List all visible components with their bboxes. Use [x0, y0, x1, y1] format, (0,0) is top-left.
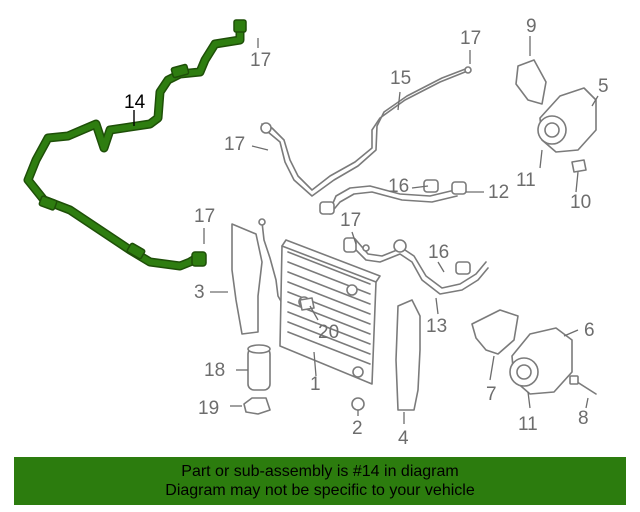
callout-15[interactable]: 15 — [390, 68, 411, 89]
condenser-1[interactable] — [279, 239, 381, 385]
bolt-8[interactable] — [569, 375, 597, 395]
compressor-6[interactable] — [509, 327, 573, 395]
leader-lines — [133, 36, 599, 424]
bracket-7[interactable] — [471, 309, 519, 355]
callout-5[interactable]: 5 — [598, 76, 609, 97]
callout-1[interactable]: 1 — [310, 374, 321, 395]
hose-15[interactable] — [260, 66, 472, 197]
callout-19[interactable]: 19 — [198, 398, 219, 419]
callout-6[interactable]: 6 — [584, 320, 595, 341]
callout-11a[interactable]: 11 — [516, 170, 536, 191]
callout-8[interactable]: 8 — [578, 408, 589, 429]
callout-17a[interactable]: 17 — [250, 50, 271, 71]
callout-17b[interactable]: 17 — [460, 28, 481, 49]
callout-18[interactable]: 18 — [204, 360, 225, 381]
callout-9[interactable]: 9 — [526, 16, 537, 37]
callout-20[interactable]: 20 — [318, 322, 339, 343]
deflector-3[interactable] — [231, 223, 263, 335]
callout-13[interactable]: 13 — [426, 316, 447, 337]
deflector-4[interactable] — [395, 299, 421, 411]
bolt-10[interactable] — [571, 159, 587, 173]
receiver-drier-18[interactable] — [247, 344, 271, 391]
callout-11b[interactable]: 11 — [518, 414, 538, 435]
parts-diagram: 14 17 15 17 9 5 11 10 17 16 12 17 17 16 … — [23, 16, 609, 449]
callout-17c[interactable]: 17 — [224, 134, 245, 155]
bracket-19[interactable] — [243, 397, 271, 415]
info-banner: Part or sub-assembly is #14 in diagram D… — [14, 457, 626, 505]
banner-line-2: Diagram may not be specific to your vehi… — [165, 482, 475, 499]
bolt-2[interactable] — [351, 397, 365, 411]
callout-14[interactable]: 14 — [124, 92, 146, 113]
callout-17e[interactable]: 17 — [340, 210, 361, 231]
callout-16a[interactable]: 16 — [388, 176, 409, 197]
callout-4[interactable]: 4 — [398, 428, 409, 449]
compressor-5[interactable] — [537, 87, 597, 153]
hose-12[interactable] — [319, 179, 467, 215]
hose-13[interactable] — [343, 237, 489, 295]
callout-16b[interactable]: 16 — [428, 242, 449, 263]
callout-3[interactable]: 3 — [194, 282, 205, 303]
hose-14-highlighted[interactable] — [23, 19, 247, 271]
callout-10[interactable]: 10 — [570, 192, 591, 213]
callout-12[interactable]: 12 — [488, 182, 509, 203]
banner-line-1: Part or sub-assembly is #14 in diagram — [181, 463, 459, 480]
callout-2[interactable]: 2 — [352, 418, 363, 439]
bracket-9[interactable] — [515, 59, 547, 105]
callout-17d[interactable]: 17 — [194, 206, 215, 227]
pipe-behind-condenser — [258, 218, 287, 311]
callout-7[interactable]: 7 — [486, 384, 497, 405]
